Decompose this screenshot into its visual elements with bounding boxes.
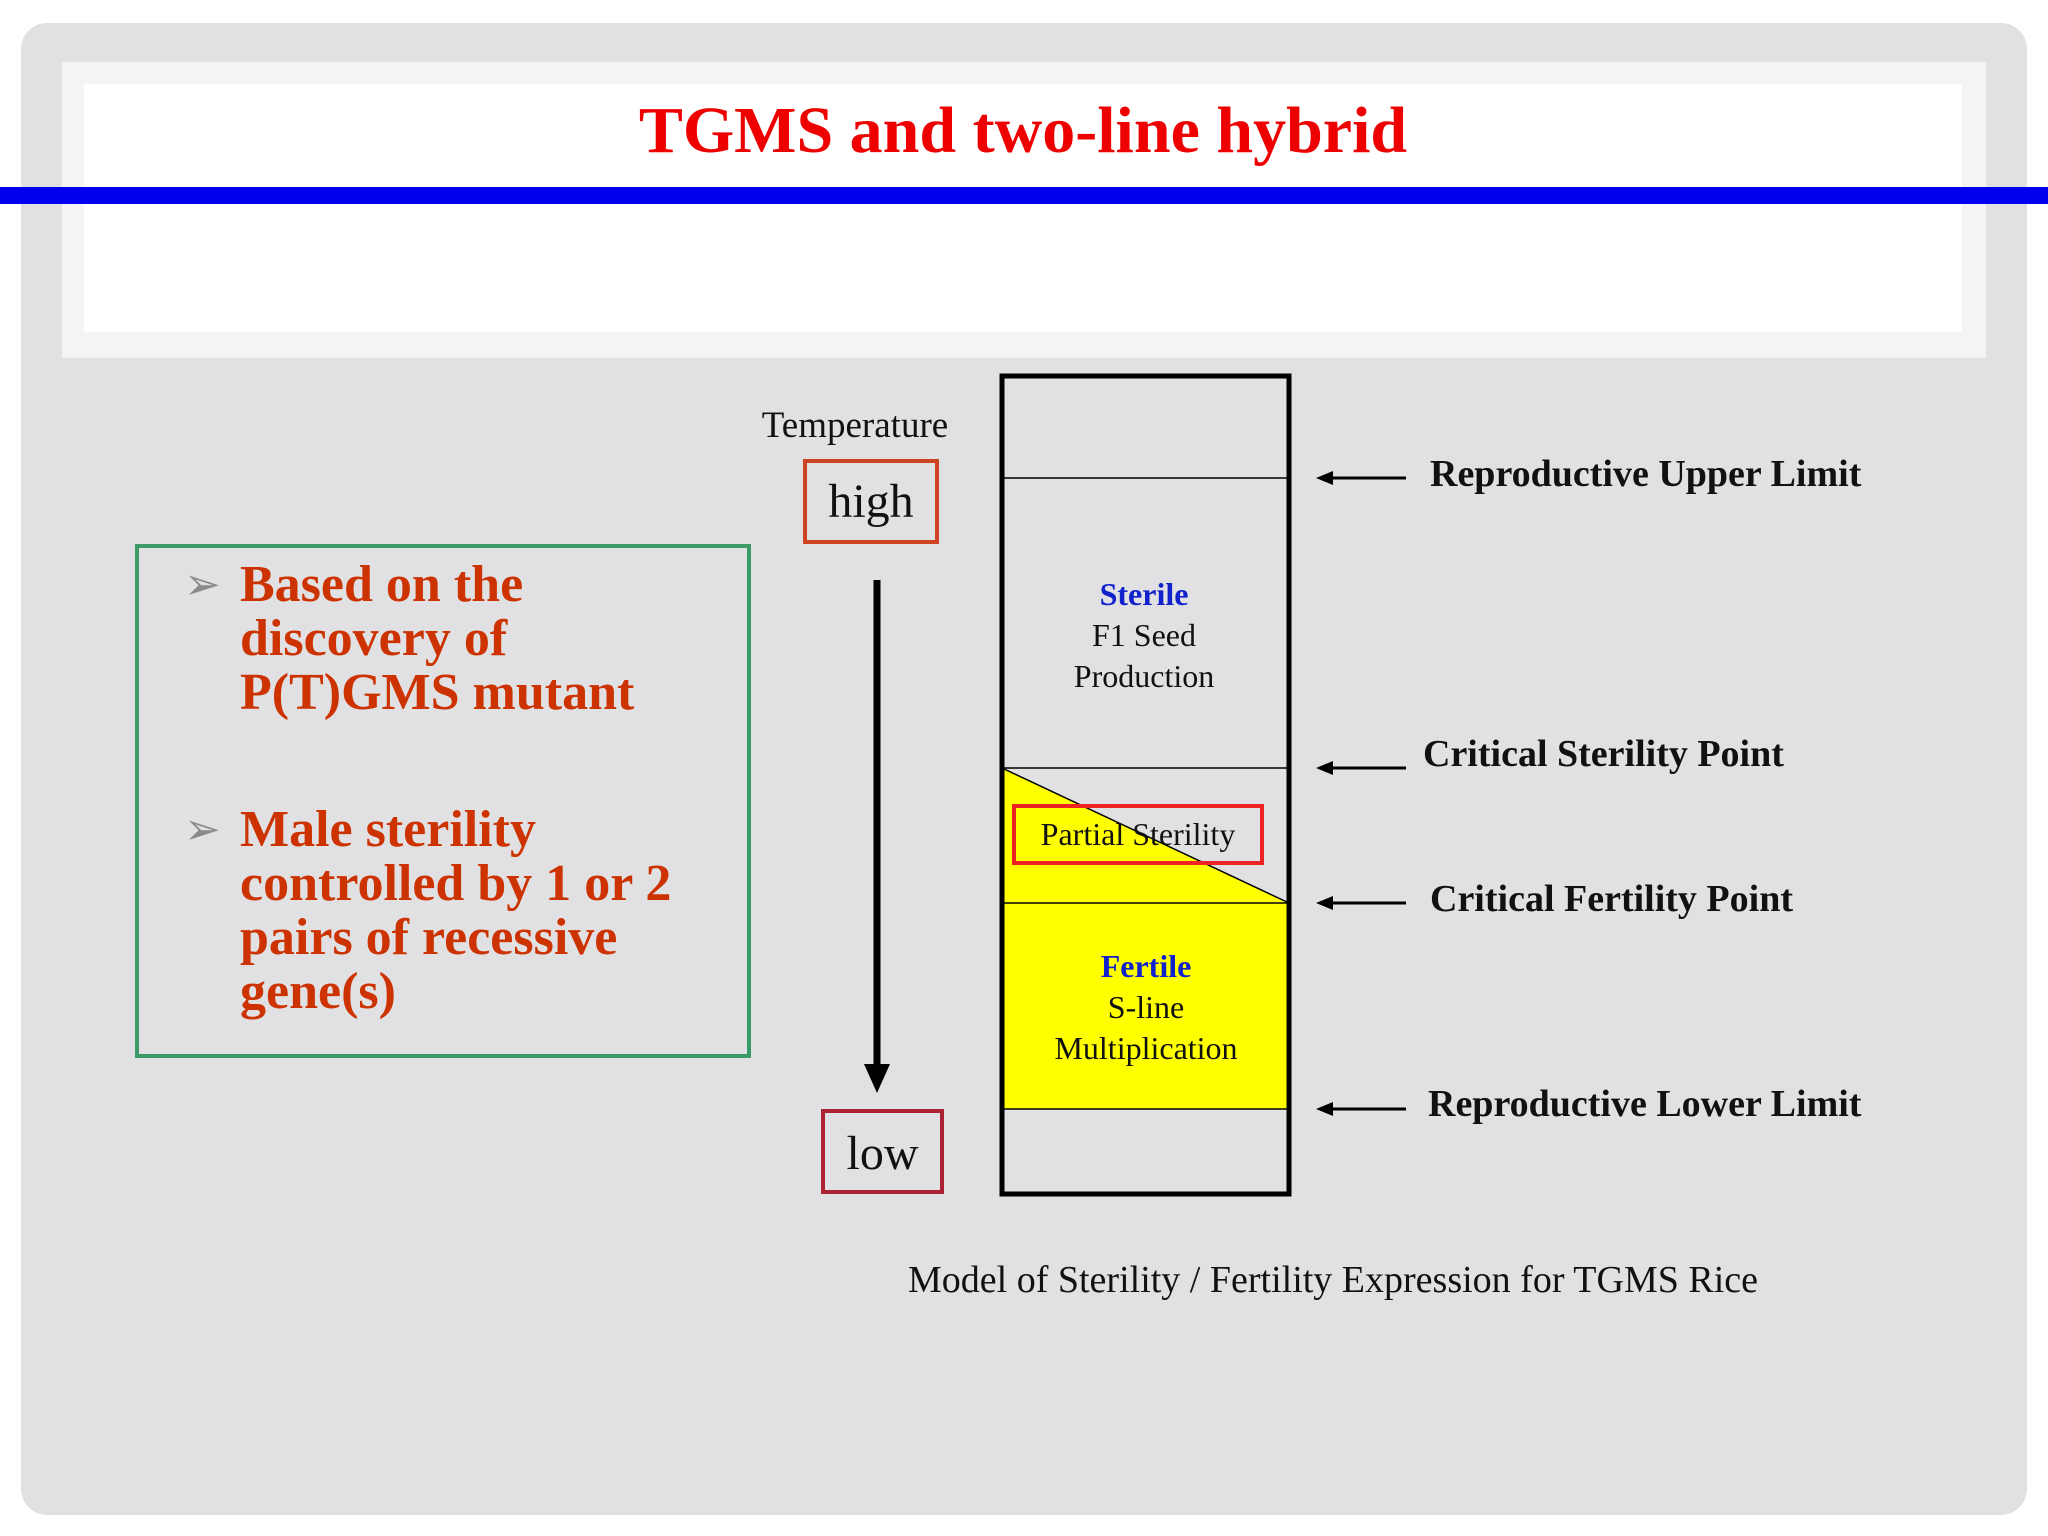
- sterile-heading: Sterile: [1099, 576, 1189, 612]
- fertility-point-arrow: [1316, 896, 1406, 910]
- sterility-point-arrow: [1316, 761, 1406, 775]
- diagram-caption: Model of Sterility / Fertility Expressio…: [908, 1259, 1759, 1301]
- sterile-zone-label: Sterile F1 Seed Production: [1004, 574, 1284, 697]
- temperature-low-box: low: [821, 1109, 944, 1194]
- partial-sterility-label: Partial Sterility: [1012, 804, 1264, 865]
- title-rule: [0, 187, 2048, 204]
- fertile-line-1: S-line: [1107, 989, 1185, 1025]
- fertile-heading: Fertile: [1100, 948, 1192, 984]
- fertile-zone-fill: [1002, 903, 1289, 1109]
- lower-limit-arrow: [1316, 1102, 1406, 1116]
- lower-limit-label: Reproductive Lower Limit: [1428, 1083, 1862, 1125]
- bullet-item: ➢ Based on the discovery of P(T)GMS muta…: [184, 556, 689, 721]
- bullet-text: Male sterility controlled by 1 or 2 pair…: [240, 801, 672, 1020]
- arrow-bullet-icon: ➢: [184, 805, 221, 854]
- sterile-line-2: Production: [1073, 658, 1215, 694]
- bullet-item: ➢ Male sterility controlled by 1 or 2 pa…: [184, 801, 689, 1020]
- title-inner-panel: [84, 84, 1962, 332]
- upper-limit-arrow: [1316, 471, 1406, 485]
- critical-fertility-label: Critical Fertility Point: [1430, 878, 1793, 920]
- arrow-bullet-icon: ➢: [184, 560, 221, 609]
- fertile-line-2: Multiplication: [1054, 1030, 1238, 1066]
- upper-limit-label: Reproductive Upper Limit: [1430, 453, 1862, 495]
- bullet-box: ➢ Based on the discovery of P(T)GMS muta…: [135, 544, 751, 1058]
- temperature-down-arrow: [864, 580, 890, 1093]
- fertile-zone-label: Fertile S-line Multiplication: [1004, 946, 1288, 1069]
- sterile-line-1: F1 Seed: [1092, 617, 1196, 653]
- bullet-text: Based on the discovery of P(T)GMS mutant: [240, 556, 635, 721]
- partial-sterility-divider: [1001, 767, 1290, 904]
- critical-sterility-label: Critical Sterility Point: [1423, 733, 1784, 775]
- temperature-label: Temperature: [761, 405, 949, 446]
- temperature-high-box: high: [803, 459, 939, 544]
- column-outline: [999, 373, 1292, 1197]
- slide-title: TGMS and two-line hybrid: [638, 94, 1408, 167]
